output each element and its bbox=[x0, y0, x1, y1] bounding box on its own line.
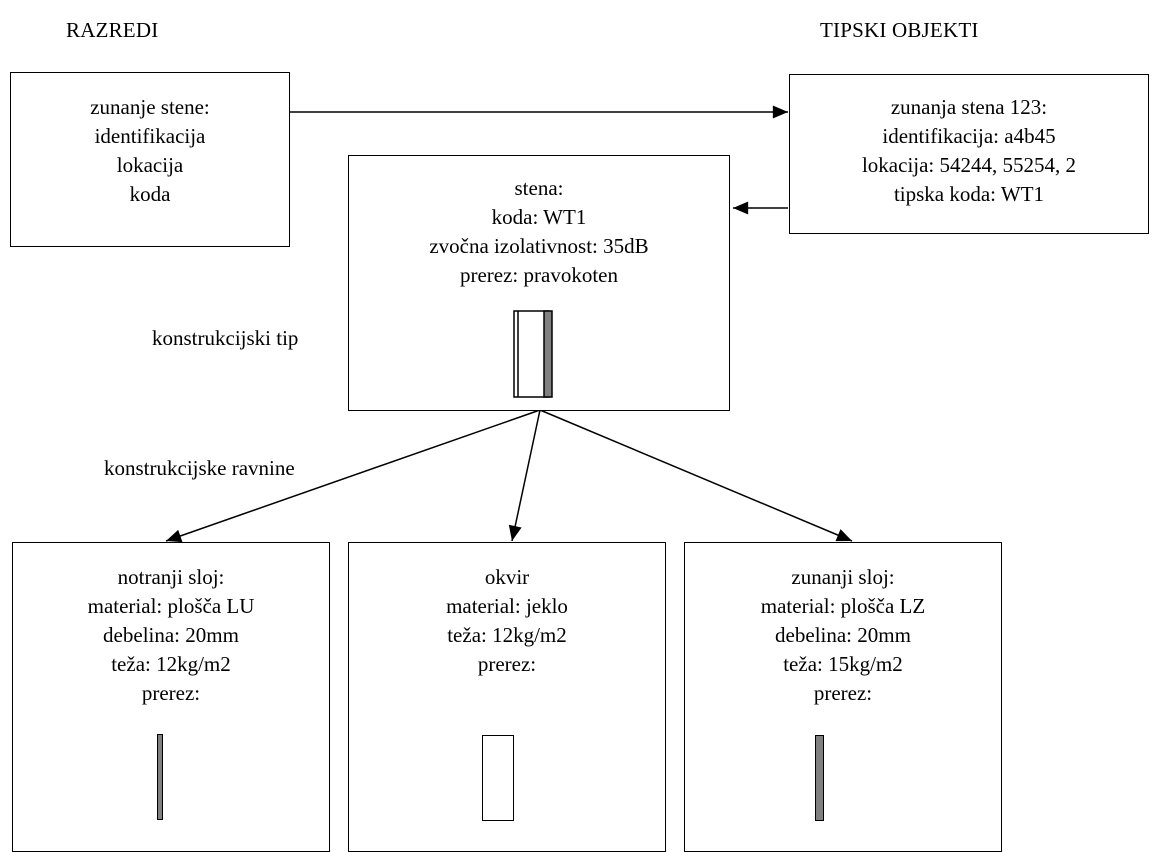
class-box-exterior-walls: zunanje stene: identifikacija lokacija k… bbox=[10, 72, 290, 247]
wall-cross-section-icon bbox=[513, 310, 553, 398]
layer-line: notranji sloj: bbox=[117, 565, 225, 589]
layer-box-inner: notranji sloj: material: plošča LU debel… bbox=[12, 542, 330, 852]
layer-line: prerez: bbox=[141, 681, 201, 705]
object-box-line: lokacija: 54244, 55254, 2 bbox=[861, 153, 1077, 177]
construction-type-label: konstrukcijski tip bbox=[152, 326, 299, 350]
type-to-outer-layer-arrow bbox=[539, 409, 853, 542]
layer-line: material: plošča LU bbox=[87, 594, 255, 618]
type-objects-heading: TIPSKI OBJEKTI bbox=[820, 18, 979, 42]
object-box-exterior-wall-123: zunanja stena 123: identifikacija: a4b45… bbox=[789, 74, 1149, 234]
layer-box-outer: zunanji sloj: material: plošča LZ debeli… bbox=[684, 542, 1002, 852]
type-to-frame-arrow bbox=[508, 409, 541, 542]
object-box-line: tipska koda: WT1 bbox=[893, 182, 1045, 206]
type-box-line: stena: bbox=[514, 176, 564, 200]
type-box-line: zvočna izolativnost: 35dB bbox=[429, 234, 649, 258]
outer-layer-section-icon bbox=[815, 735, 824, 821]
layer-line: prerez: bbox=[813, 681, 873, 705]
layer-line: teža: 12kg/m2 bbox=[111, 652, 231, 676]
layer-line: prerez: bbox=[477, 652, 537, 676]
inner-layer-section-icon bbox=[157, 734, 163, 820]
class-box-line: koda bbox=[129, 182, 171, 206]
layer-line: zunanji sloj: bbox=[791, 565, 895, 589]
layer-line: teža: 15kg/m2 bbox=[783, 652, 903, 676]
layer-line: debelina: 20mm bbox=[775, 623, 911, 647]
frame-section-icon bbox=[482, 735, 514, 821]
layer-line: material: jeklo bbox=[446, 594, 568, 618]
type-box-line: prerez: pravokoten bbox=[459, 263, 618, 287]
layer-line: okvir bbox=[484, 565, 530, 589]
type-to-inner-layer-arrow bbox=[165, 409, 541, 543]
type-box-line: koda: WT1 bbox=[491, 205, 587, 229]
object-box-line: zunanja stena 123: bbox=[890, 95, 1048, 119]
class-box-line: lokacija bbox=[116, 153, 184, 177]
class-box-line: zunanje stene: bbox=[90, 95, 210, 119]
classes-heading: RAZREDI bbox=[66, 18, 159, 42]
layer-line: material: plošča LZ bbox=[760, 594, 926, 618]
class-box-line: identifikacija bbox=[94, 124, 206, 148]
layer-line: teža: 12kg/m2 bbox=[447, 623, 567, 647]
layer-line: debelina: 20mm bbox=[103, 623, 239, 647]
construction-planes-label: konstrukcijske ravnine bbox=[104, 456, 295, 480]
object-box-line: identifikacija: a4b45 bbox=[882, 124, 1056, 148]
